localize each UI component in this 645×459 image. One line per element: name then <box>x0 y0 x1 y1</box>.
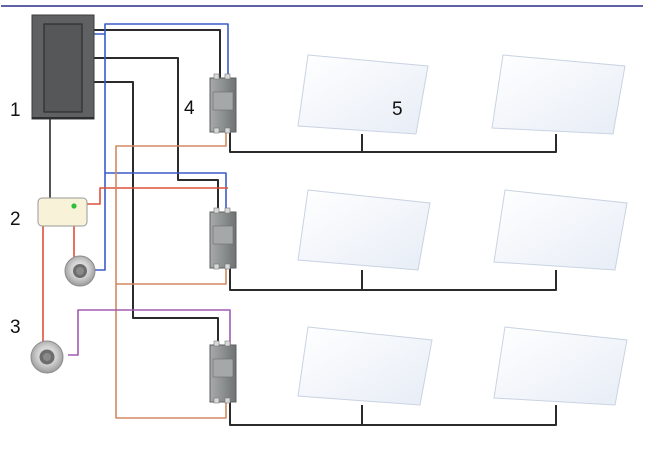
wire-relay-1-radiators <box>229 132 557 153</box>
radiator-3-1 <box>297 326 433 406</box>
label-panel: 1 <box>10 100 21 121</box>
central-controller <box>37 197 88 227</box>
radiator-1-1 <box>297 54 429 135</box>
status-led-icon <box>71 203 77 209</box>
wire-pilot-relay-2 <box>115 188 227 285</box>
radiator-2-2 <box>493 189 628 271</box>
wire-neutral-relay-2 <box>104 34 227 212</box>
wire-neutral-relay-1 <box>92 23 229 78</box>
relay-2 <box>209 207 237 270</box>
radiators <box>297 54 628 406</box>
sensor-1 <box>64 255 96 287</box>
relay-1 <box>209 73 237 134</box>
wire-power-relay-2 <box>92 57 219 212</box>
sensor-2 <box>30 340 64 374</box>
radiator-3-2 <box>493 326 628 406</box>
wire-pilot-relay-1 <box>115 132 227 188</box>
electrical-panel <box>31 14 95 120</box>
wire-relay-3-radiators <box>229 402 557 426</box>
radiator-2-1 <box>297 189 431 271</box>
wire-power-relay-1 <box>92 29 221 78</box>
label-radiator: 5 <box>392 99 403 120</box>
label-sensor: 3 <box>10 317 21 338</box>
wire-pilot-relay-3 <box>115 284 227 419</box>
wire-neutral-sensor-1 <box>95 173 106 271</box>
wire-relay-2-radiators <box>229 268 557 291</box>
wire-sensor-relay-3 <box>68 309 231 356</box>
relay-3 <box>209 340 237 404</box>
wire-controller-out <box>86 187 228 205</box>
wire-power-relay-3 <box>92 81 219 345</box>
label-relay: 4 <box>184 98 195 119</box>
radiator-1-2 <box>491 54 626 135</box>
wires <box>42 23 557 426</box>
label-controller: 2 <box>10 209 21 230</box>
